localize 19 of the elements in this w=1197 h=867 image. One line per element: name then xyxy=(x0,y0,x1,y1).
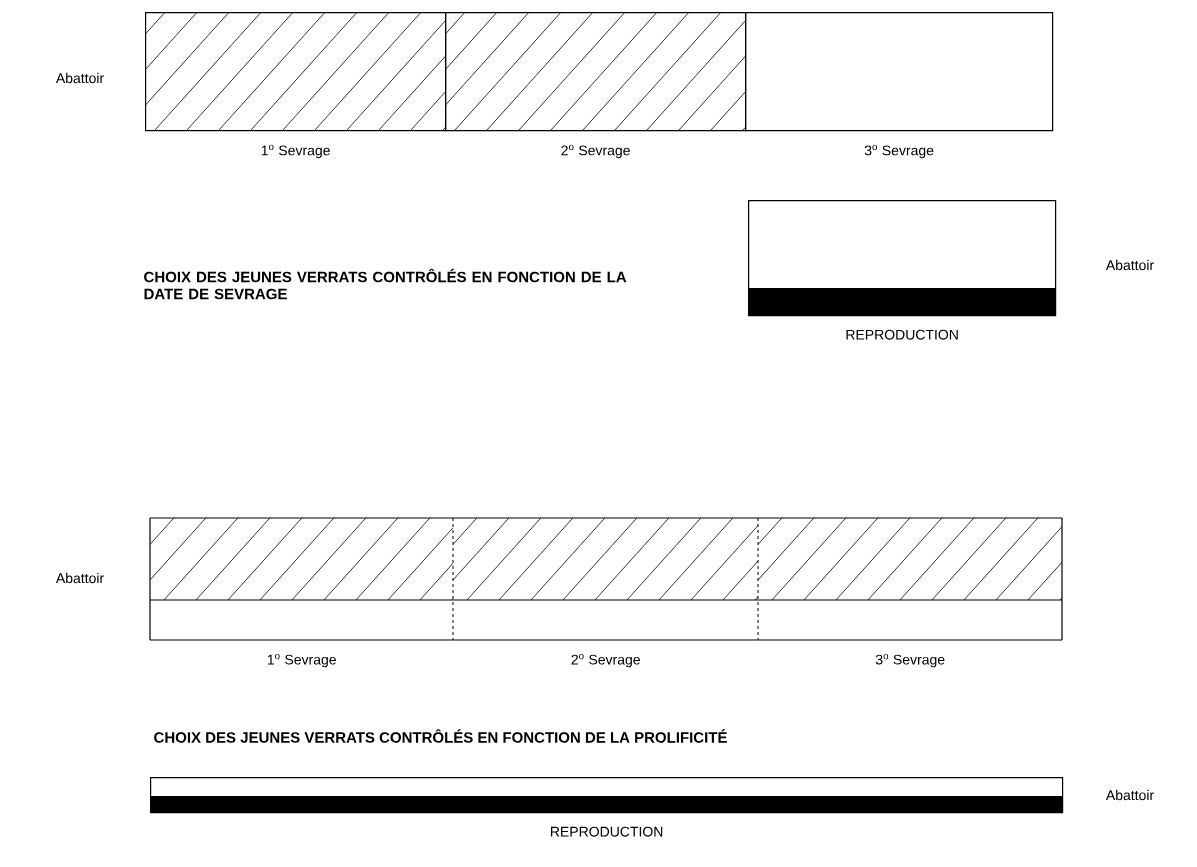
reproduction-bar: REPRODUCTION xyxy=(150,777,1064,837)
chart-title: CHOIX DES JEUNES VERRATS CONTRÔLÉS EN FONCTION DE LA DATE DE SEVRAGE xyxy=(144,268,627,300)
side-label: Abattoir xyxy=(55,72,104,84)
hatched-bar-segment: 2$^{o}$ Sevrage xyxy=(452,517,759,668)
bar-segment: 3$^{o}$ Sevrage xyxy=(745,12,1054,159)
hatched-bar-segment: 3$^{o}$ Sevrage xyxy=(757,517,1063,668)
hatched-bar-segment: 1$^{o}$ Sevrage xyxy=(149,517,454,668)
node-label: REPRODUCTION xyxy=(550,826,663,837)
node-label: 3$^{o}$ Sevrage xyxy=(864,144,934,159)
side-label: Abattoir xyxy=(55,572,104,584)
side-label: Abattoir xyxy=(1105,789,1154,801)
hatched-bar-segment: 2$^{o}$ Sevrage xyxy=(445,12,747,159)
hatched-bar-segment: 1$^{o}$ Sevrage xyxy=(145,12,447,159)
reproduction-bar: REPRODUCTION xyxy=(748,200,1057,340)
node-label: 1$^{o}$ Sevrage xyxy=(261,144,330,159)
side-label: Abattoir xyxy=(1105,259,1154,271)
node-label: REPRODUCTION xyxy=(846,329,958,340)
node-label: 2$^{o}$ Sevrage xyxy=(561,144,630,159)
chart-title: CHOIX DES JEUNES VERRATS CONTRÔLÉS EN FONCTION DE LA PROLIFICITÉ xyxy=(154,729,727,743)
